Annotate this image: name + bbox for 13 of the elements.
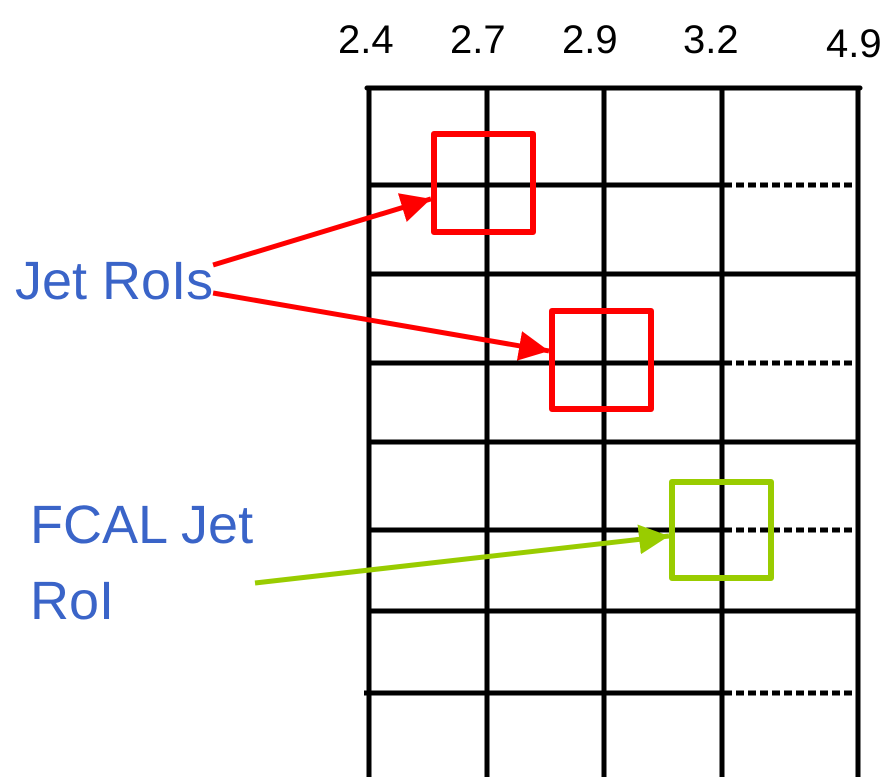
arrow [212, 290, 550, 361]
roi-square [669, 479, 774, 581]
axis-tick-label: 3.2 [683, 18, 739, 63]
arrow [212, 193, 432, 268]
arrow [254, 524, 670, 586]
axis-tick-label: 2.9 [562, 18, 618, 63]
axis-tick-label: 4.9 [826, 22, 882, 67]
callout-label: Jet RoIs [15, 244, 214, 320]
roi-square [431, 131, 536, 235]
axis-tick-label: 2.4 [338, 18, 394, 63]
roi-square [549, 308, 654, 412]
axis-tick-label: 2.7 [450, 18, 506, 63]
callout-label: FCAL Jet RoI [30, 488, 255, 640]
